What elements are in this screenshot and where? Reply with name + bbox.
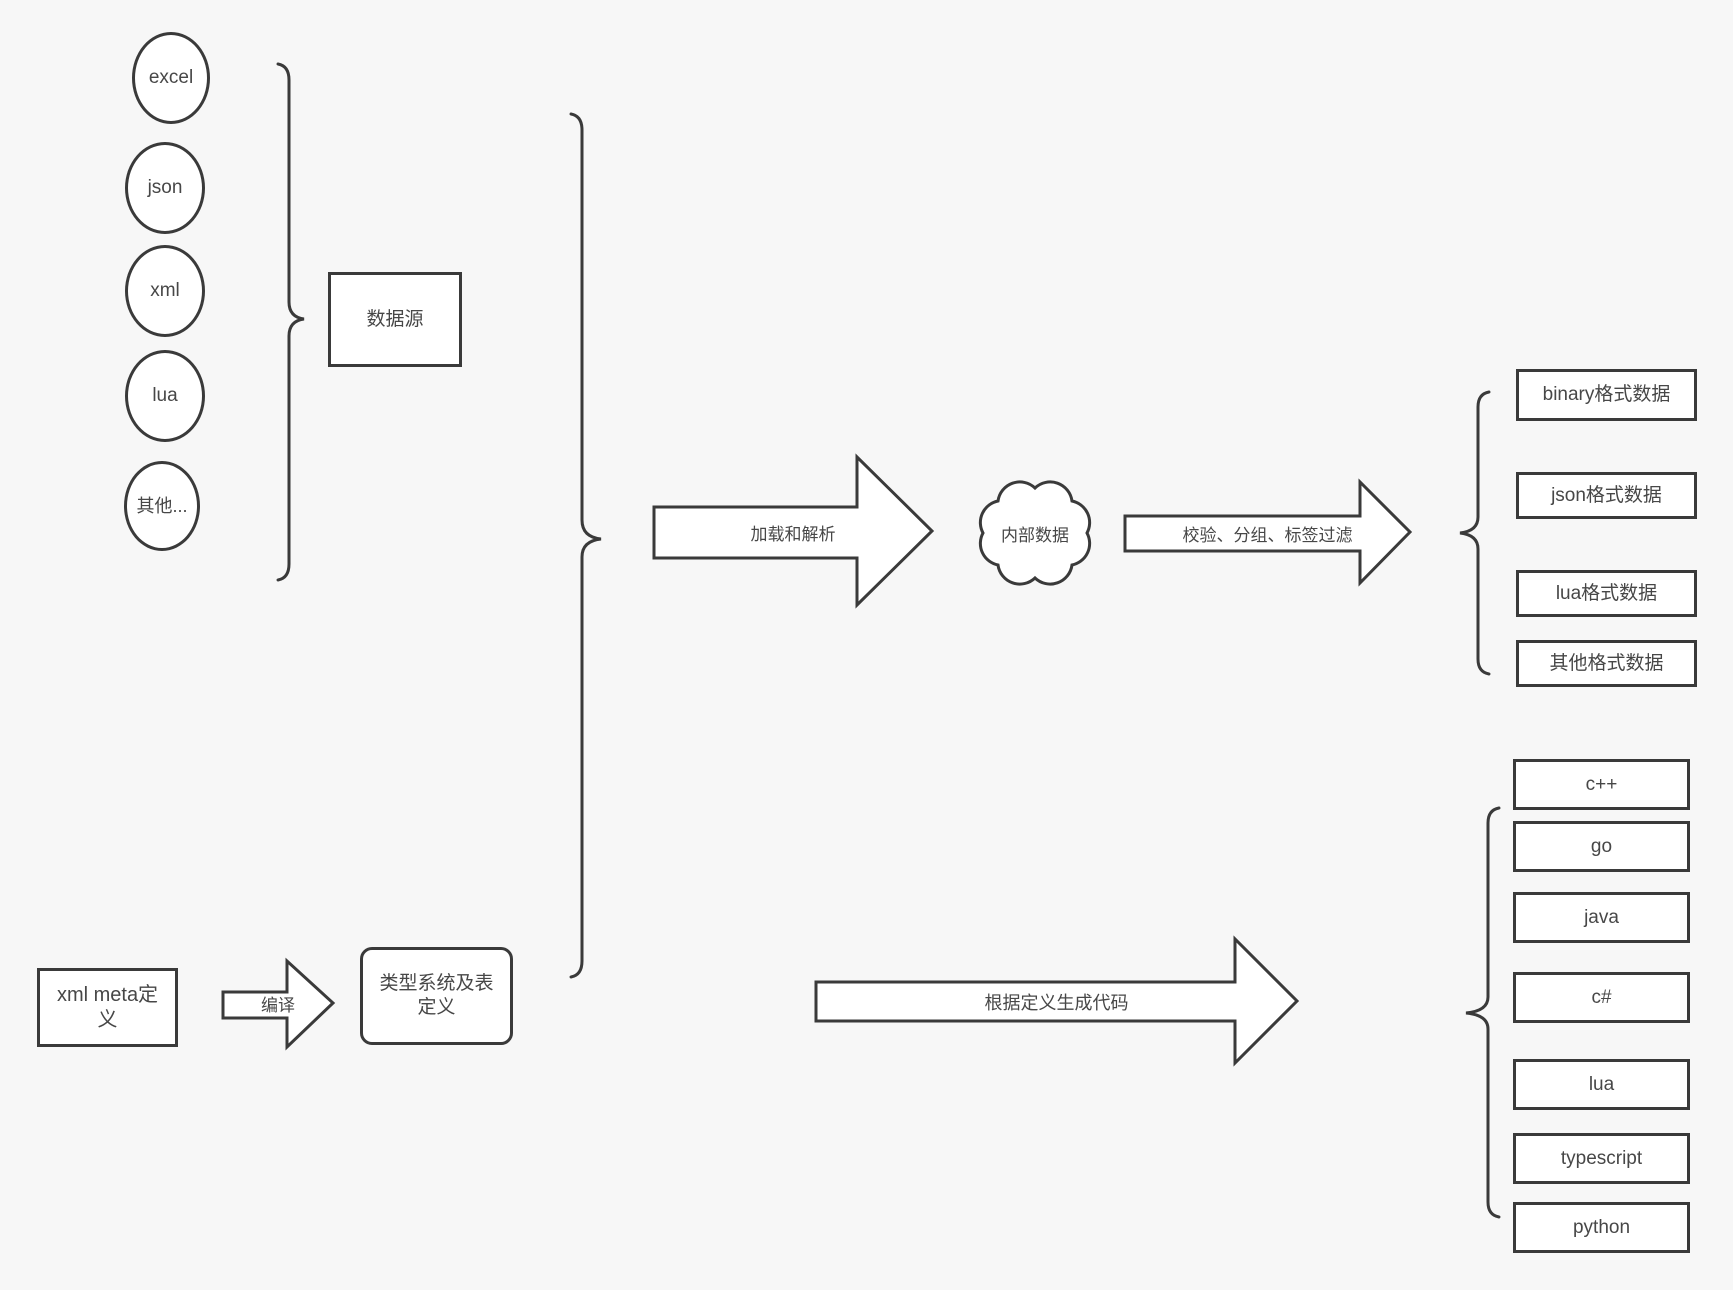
language-box-lua: lua: [1513, 1059, 1690, 1110]
format-box-lua: lua格式数据: [1516, 570, 1697, 617]
language-box-python: python: [1513, 1202, 1690, 1253]
brace-data-formats: [1459, 390, 1491, 676]
source-node-excel: excel: [132, 32, 210, 124]
codegen-arrow: [814, 935, 1300, 1067]
format-box-other: 其他格式数据: [1516, 640, 1697, 687]
load-parse-arrow: [652, 453, 935, 609]
xml-meta-box: xml meta定义: [37, 968, 178, 1047]
language-box-typescript: typescript: [1513, 1133, 1690, 1184]
internal-data-cloud: [978, 480, 1092, 586]
source-node-lua: lua: [125, 350, 205, 442]
brace-sources: [276, 62, 305, 582]
filter-arrow: [1123, 478, 1413, 587]
language-box-cpp: c++: [1513, 759, 1690, 810]
language-box-csharp: c#: [1513, 972, 1690, 1023]
type-system-box: 类型系统及表定义: [360, 947, 513, 1045]
compile-arrow: [221, 957, 336, 1051]
language-box-java: java: [1513, 892, 1690, 943]
brace-main-group: [569, 112, 602, 979]
source-node-json: json: [125, 142, 205, 234]
data-source-box: 数据源: [328, 272, 462, 367]
brace-languages: [1465, 806, 1501, 1219]
format-box-json: json格式数据: [1516, 472, 1697, 519]
source-node-other: 其他...: [124, 461, 200, 551]
source-node-xml: xml: [125, 245, 205, 337]
language-box-go: go: [1513, 821, 1690, 872]
format-box-binary: binary格式数据: [1516, 369, 1697, 421]
